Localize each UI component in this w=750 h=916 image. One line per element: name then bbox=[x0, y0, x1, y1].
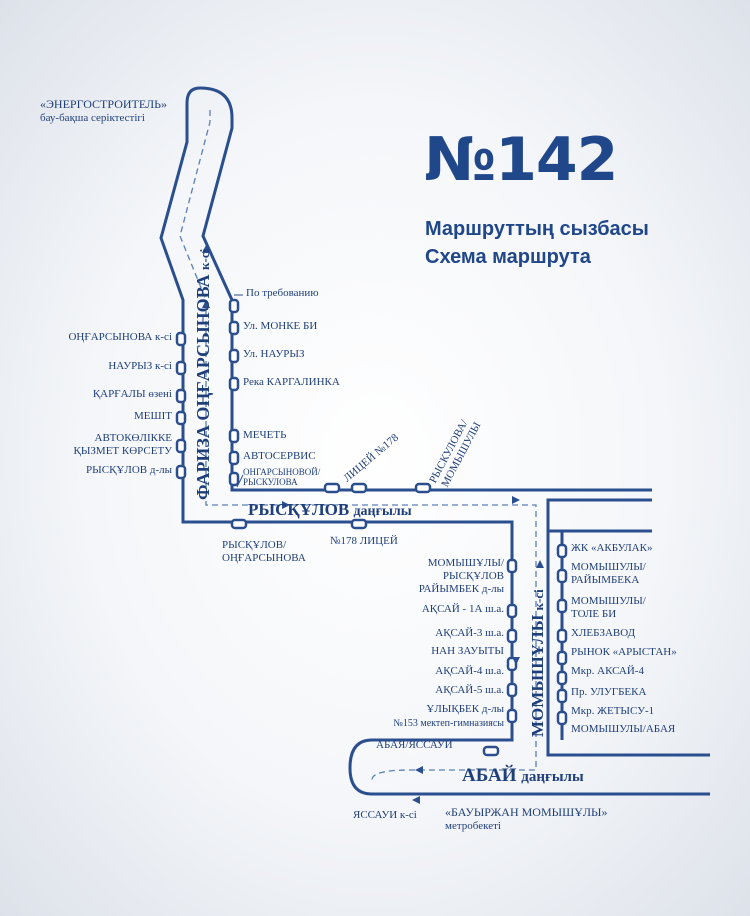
stop-label: РЫСҚҰЛОВ bbox=[442, 570, 504, 582]
street-ryskulov-suffix: даңғылы bbox=[353, 504, 412, 519]
street-momyshuly-suffix: к-сі bbox=[531, 589, 546, 611]
stop-label: Пр. УЛУГБЕКА bbox=[571, 686, 647, 698]
stop-markers-ryskulov bbox=[230, 482, 432, 530]
stop-label: МЕШІТ bbox=[134, 410, 172, 422]
stop-label: Ул. НАУРЫЗ bbox=[243, 348, 305, 360]
stop-label: НАУРЫЗ к-сі bbox=[108, 360, 172, 372]
route-number: №142 bbox=[424, 125, 618, 195]
stop-label: ҚЫЗМЕТ КӨРСЕТУ bbox=[73, 445, 172, 457]
street-fariza-name: ФАРИЗА ОҢҒАРСЫНОВА bbox=[193, 274, 213, 500]
stop-label: По требованию bbox=[246, 287, 319, 299]
street-momyshuly-name: МОМЫШҰЛЫ bbox=[528, 614, 547, 737]
stop-label: Ул. МОНКЕ БИ bbox=[243, 320, 318, 332]
street-fariza-suffix: к-сі bbox=[197, 248, 212, 270]
stop-markers-fariza bbox=[175, 298, 240, 487]
stop-label: НАН ЗАУЫТЫ bbox=[431, 645, 504, 657]
stop-label: РЫСҚҰЛОВ/ bbox=[222, 539, 287, 551]
stop-label: ХЛЕБЗАВОД bbox=[571, 627, 636, 639]
stop-label: МОМЫШУЛЫ/ bbox=[571, 595, 646, 607]
stop-label: РЫСКУЛОВА bbox=[243, 477, 298, 487]
stop-label: АҚСАЙ-4 ш.а. bbox=[435, 665, 504, 677]
street-fariza: ФАРИЗА ОҢҒАРСЫНОВА к-сі bbox=[193, 249, 214, 500]
stop-label: РЫНОК «АРЫСТАН» bbox=[571, 646, 677, 658]
stop-label: РЫСҚҰЛОВ д-лы bbox=[86, 464, 172, 476]
terminus-top-sub: бау-бақша серіктестігі bbox=[40, 112, 145, 124]
route-road-outer bbox=[185, 86, 652, 492]
stop-label: РАЙЫМБЕК д-лы bbox=[418, 583, 504, 595]
stop-label: ҰЛЫҚБЕК д-лы bbox=[426, 703, 504, 715]
stop-label: МЕЧЕТЬ bbox=[243, 429, 287, 441]
subtitle-ru: Схема маршрута bbox=[425, 246, 591, 268]
stop-label: АҚСАЙ-5 ш.а. bbox=[435, 684, 504, 696]
stop-label: №153 мектеп-гимназиясы bbox=[393, 718, 504, 729]
street-abay: АБАЙ даңғылы bbox=[462, 765, 584, 787]
stop-label: РАЙЫМБЕКА bbox=[571, 574, 640, 586]
stop-label: АБАЯ/ЯССАУИ bbox=[376, 739, 453, 751]
stop-label: МОМЫШУЛЫ/ bbox=[571, 561, 646, 573]
street-abay-suffix: даңғылы bbox=[521, 769, 584, 785]
stop-label: АВТОСЕРВИС bbox=[243, 450, 316, 462]
route-direction-dashed bbox=[179, 110, 537, 781]
stop-label: ЯССАУИ к-сі bbox=[353, 809, 417, 821]
stop-label: ОНГАРСЫНОВОЙ/ bbox=[243, 467, 321, 477]
stop-label: №178 ЛИЦЕЙ bbox=[330, 535, 398, 547]
route-road-inner bbox=[159, 103, 710, 796]
stop-label: АВТОКӨЛІККЕ bbox=[94, 432, 172, 444]
stop-label: ОҢҒАРСЫНОВА к-сі bbox=[68, 331, 172, 343]
stop-label: АҚСАЙ - 1А ш.а. bbox=[421, 603, 504, 615]
street-momyshuly: МОМЫШҰЛЫ к-сі bbox=[528, 589, 548, 737]
terminus-bottom-name: «БАУЫРЖАН МОМЫШҰЛЫ» bbox=[445, 805, 608, 819]
stop-markers-momyshuly bbox=[482, 543, 568, 757]
street-ryskulov: РЫСҚҰЛОВ даңғылы bbox=[248, 500, 412, 520]
street-ryskulov-name: РЫСҚҰЛОВ bbox=[248, 500, 350, 519]
direction-arrows bbox=[202, 245, 544, 804]
stop-label: МОМЫШҰЛЫ/ bbox=[427, 557, 504, 569]
stop-label: МОМЫШУЛЫ/АБАЯ bbox=[571, 723, 676, 735]
stop-label: АҚСАЙ-3 ш.а. bbox=[435, 627, 504, 639]
street-abay-name: АБАЙ bbox=[462, 765, 517, 786]
stop-label: ОҢҒАРСЫНОВА bbox=[222, 552, 306, 564]
terminus-top-name: «ЭНЕРГОСТРОИТЕЛЬ» bbox=[40, 97, 168, 111]
stop-label: Мкр. ЖЕТЫСУ-1 bbox=[571, 705, 655, 717]
stop-label: ЖК «АКБУЛАК» bbox=[571, 542, 653, 554]
stop-label: ҚАРҒАЛЫ өзені bbox=[92, 388, 172, 400]
leader-lines bbox=[234, 294, 244, 488]
stop-label: ТОЛЕ БИ bbox=[571, 608, 617, 620]
stop-label: Мкр. АКСАЙ-4 bbox=[571, 665, 644, 677]
stop-label: Река КАРГАЛИНКА bbox=[243, 376, 340, 388]
terminus-bottom-sub: метробекеті bbox=[445, 820, 501, 832]
subtitle-kz: Маршруттың сызбасы bbox=[425, 218, 649, 240]
